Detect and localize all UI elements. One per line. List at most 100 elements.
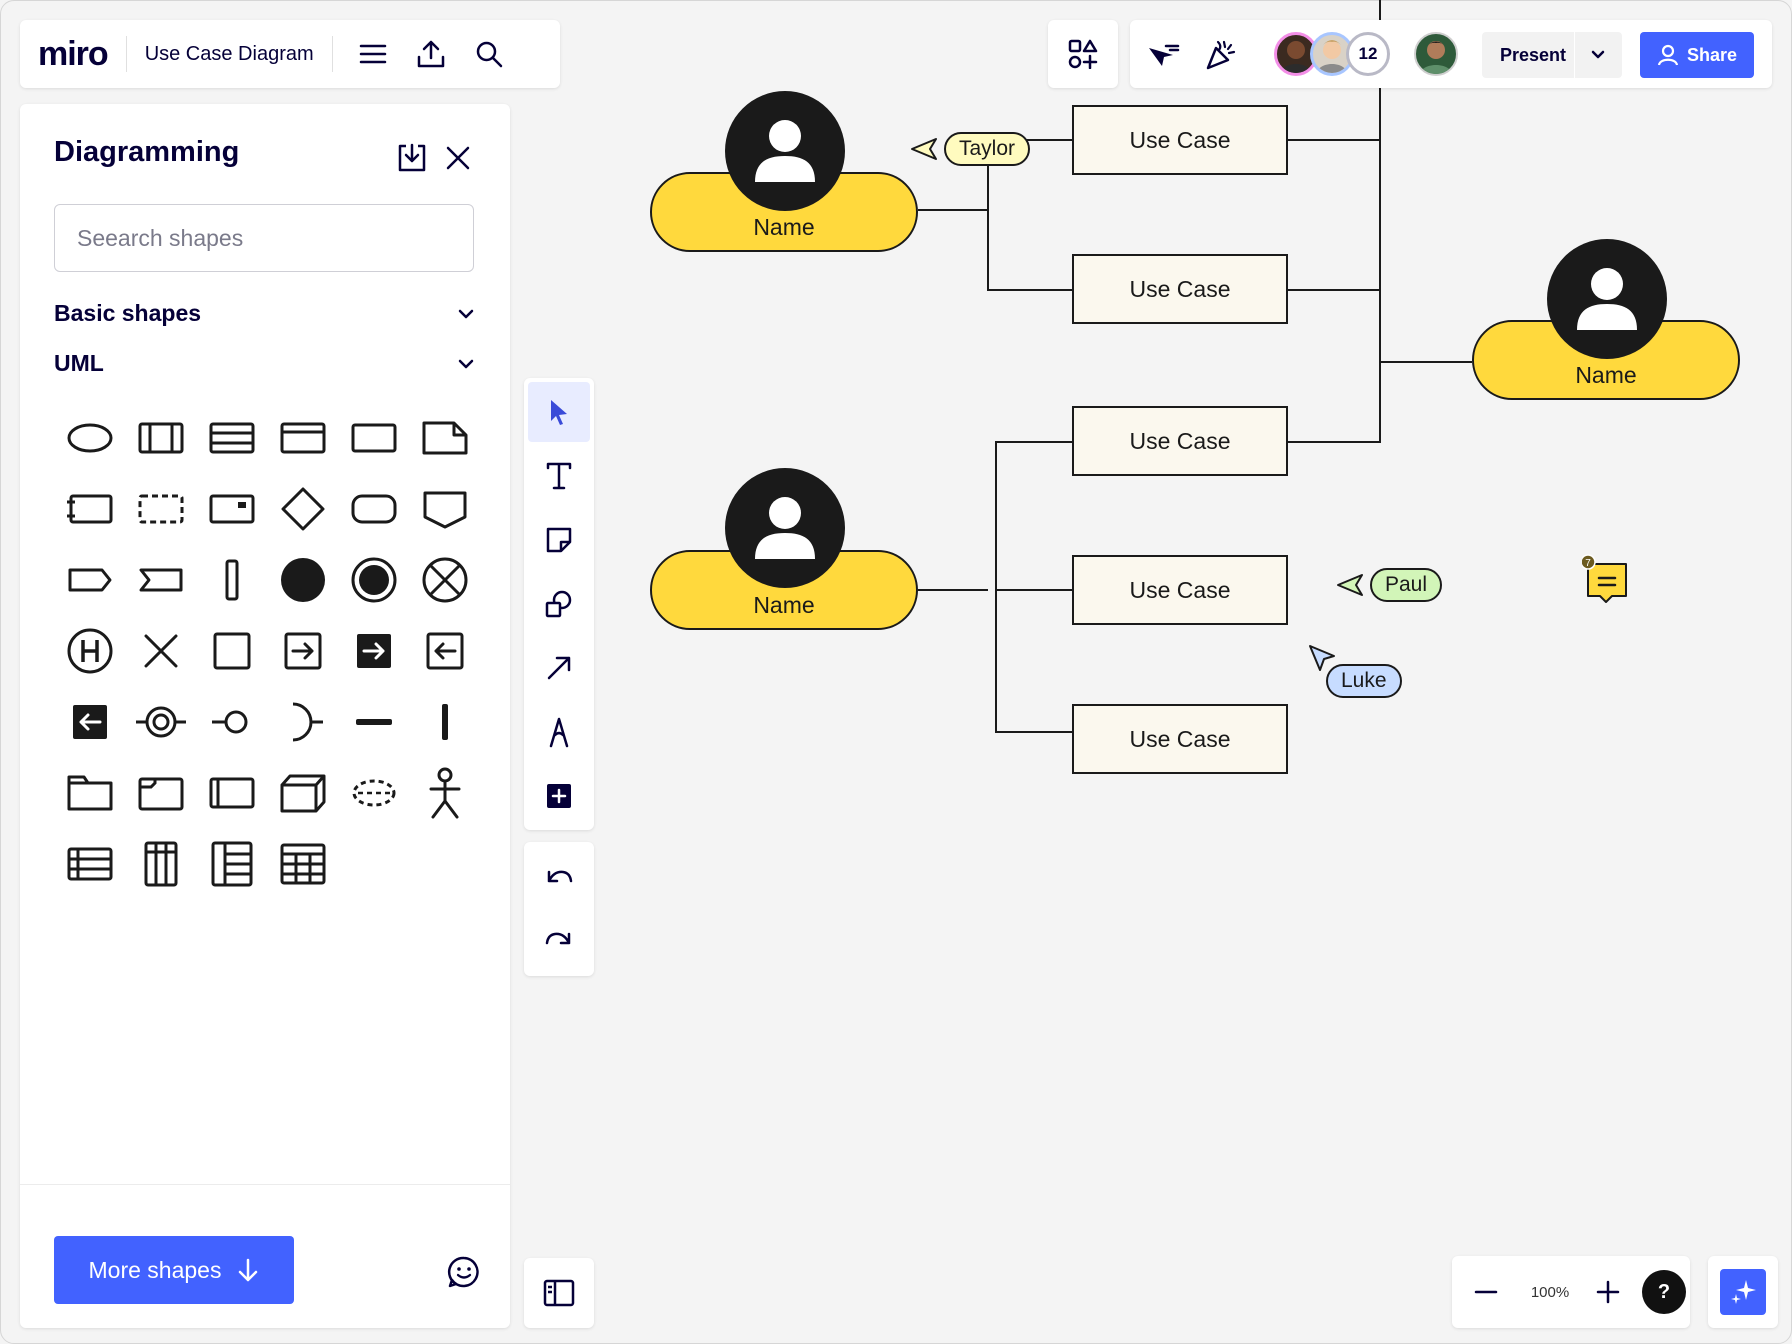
table-icon[interactable] bbox=[267, 828, 338, 899]
exit-point-icon[interactable] bbox=[409, 615, 480, 686]
close-icon[interactable] bbox=[438, 138, 478, 178]
input-pin-icon[interactable] bbox=[338, 615, 409, 686]
select-tool[interactable] bbox=[528, 382, 590, 442]
actor-avatar-icon bbox=[725, 468, 845, 588]
sticky-note-tool[interactable] bbox=[528, 510, 590, 570]
stick-figure-actor-icon[interactable] bbox=[409, 757, 480, 828]
more-tools[interactable] bbox=[528, 766, 590, 826]
section-basic-shapes[interactable]: Basic shapes bbox=[54, 300, 474, 327]
use-case-box[interactable]: Use Case bbox=[1072, 105, 1288, 175]
uml-shape-grid bbox=[54, 402, 480, 899]
board-header: miro Use Case Diagram bbox=[20, 20, 560, 88]
actor-name: Name bbox=[753, 214, 815, 240]
boundary-icon[interactable] bbox=[196, 757, 267, 828]
square-icon[interactable] bbox=[196, 615, 267, 686]
help-icon[interactable]: ? bbox=[1642, 1270, 1686, 1314]
share-button[interactable]: Share bbox=[1640, 32, 1754, 78]
destroy-x-icon[interactable] bbox=[125, 615, 196, 686]
use-case-box[interactable]: Use Case bbox=[1072, 704, 1288, 774]
vertical-bar-icon[interactable] bbox=[196, 544, 267, 615]
zoom-controls: 100% ? bbox=[1452, 1256, 1690, 1328]
cursor-label: Luke bbox=[1326, 664, 1402, 698]
zoom-out-icon[interactable] bbox=[1456, 1262, 1516, 1322]
connection-line-tool[interactable] bbox=[528, 638, 590, 698]
required-interface-icon[interactable] bbox=[267, 686, 338, 757]
entry-point-icon[interactable] bbox=[267, 615, 338, 686]
menu-icon[interactable] bbox=[347, 28, 399, 80]
horizontal-bar-icon[interactable] bbox=[338, 686, 409, 757]
flow-final-icon[interactable] bbox=[409, 544, 480, 615]
export-upload-icon[interactable] bbox=[405, 28, 457, 80]
present-button[interactable]: Present bbox=[1482, 32, 1622, 78]
use-case-ellipse-icon[interactable] bbox=[54, 402, 125, 473]
shapes-tool[interactable] bbox=[528, 574, 590, 634]
initial-node-icon[interactable] bbox=[267, 544, 338, 615]
history-state-icon[interactable] bbox=[54, 615, 125, 686]
diamond-icon[interactable] bbox=[267, 473, 338, 544]
provided-interface-icon[interactable] bbox=[125, 686, 196, 757]
ai-assistant-button[interactable] bbox=[1708, 1256, 1778, 1328]
lollipop-interface-icon[interactable] bbox=[196, 686, 267, 757]
window-frame-icon[interactable] bbox=[267, 402, 338, 473]
table-grid-icon[interactable] bbox=[196, 828, 267, 899]
use-case-box[interactable]: Use Case bbox=[1072, 254, 1288, 324]
plus-square-icon bbox=[547, 784, 571, 808]
package-folder-icon[interactable] bbox=[54, 757, 125, 828]
zoom-level[interactable]: 100% bbox=[1530, 1283, 1570, 1301]
table-columns-icon[interactable] bbox=[125, 828, 196, 899]
final-node-icon[interactable] bbox=[338, 544, 409, 615]
celebrate-icon[interactable] bbox=[1196, 30, 1246, 80]
more-shapes-button[interactable]: More shapes bbox=[54, 1236, 294, 1304]
current-user-avatar[interactable] bbox=[1414, 32, 1458, 76]
history-controls bbox=[524, 842, 594, 976]
diagramming-panel: Diagramming Seearch shapes Basic shapes … bbox=[20, 104, 510, 1328]
comment-bubble[interactable]: 7 bbox=[1582, 554, 1630, 606]
undo-button[interactable] bbox=[528, 848, 590, 908]
chevron-down-icon bbox=[458, 359, 474, 368]
use-case-box[interactable]: Use Case bbox=[1072, 555, 1288, 625]
actor-name: Name bbox=[753, 592, 815, 618]
off-page-connector-icon[interactable] bbox=[409, 473, 480, 544]
arrow-down-icon bbox=[239, 1258, 258, 1282]
cursor-follow-icon[interactable] bbox=[1138, 30, 1188, 80]
redo-button[interactable] bbox=[528, 910, 590, 970]
output-pin-icon[interactable] bbox=[54, 686, 125, 757]
collaborator-count-badge[interactable]: 12 bbox=[1346, 32, 1390, 76]
comment-count: 7 bbox=[1585, 558, 1591, 569]
save-library-icon[interactable] bbox=[392, 138, 432, 178]
sidebar-toggle-button[interactable] bbox=[524, 1258, 594, 1328]
vertical-line-icon[interactable] bbox=[409, 686, 480, 757]
component-icon[interactable] bbox=[54, 473, 125, 544]
feedback-smiley-icon[interactable] bbox=[446, 1254, 482, 1290]
class-horizontal-icon[interactable] bbox=[196, 402, 267, 473]
cursor-pointer-icon bbox=[551, 400, 567, 425]
frame-tab-icon[interactable] bbox=[125, 757, 196, 828]
section-uml[interactable]: UML bbox=[54, 350, 474, 377]
undo-icon bbox=[547, 870, 573, 883]
board-title[interactable]: Use Case Diagram bbox=[144, 42, 314, 65]
node-icon[interactable] bbox=[196, 473, 267, 544]
node-3d-box-icon[interactable] bbox=[267, 757, 338, 828]
dashed-ellipse-icon[interactable] bbox=[338, 757, 409, 828]
chevron-down-icon[interactable] bbox=[1575, 32, 1622, 78]
table-rows-icon[interactable] bbox=[54, 828, 125, 899]
pen-tool[interactable] bbox=[528, 702, 590, 762]
cursor-arrow-icon bbox=[1337, 574, 1363, 596]
dashed-rectangle-icon[interactable] bbox=[125, 473, 196, 544]
actor-avatar-icon bbox=[725, 91, 845, 211]
apps-button[interactable] bbox=[1048, 20, 1118, 88]
present-label: Present bbox=[1500, 44, 1567, 65]
class-vertical-icon[interactable] bbox=[125, 402, 196, 473]
divider bbox=[331, 36, 333, 72]
zoom-in-icon[interactable] bbox=[1584, 1262, 1632, 1322]
tag-shape-icon[interactable] bbox=[54, 544, 125, 615]
receive-signal-icon[interactable] bbox=[125, 544, 196, 615]
search-shapes-input[interactable]: Seearch shapes bbox=[54, 204, 474, 272]
use-case-box[interactable]: Use Case bbox=[1072, 406, 1288, 476]
search-icon[interactable] bbox=[463, 28, 515, 80]
note-icon[interactable] bbox=[409, 402, 480, 473]
rounded-rectangle-icon[interactable] bbox=[338, 473, 409, 544]
miro-logo[interactable]: miro bbox=[38, 34, 109, 73]
rectangle-icon[interactable] bbox=[338, 402, 409, 473]
text-tool[interactable] bbox=[528, 446, 590, 506]
